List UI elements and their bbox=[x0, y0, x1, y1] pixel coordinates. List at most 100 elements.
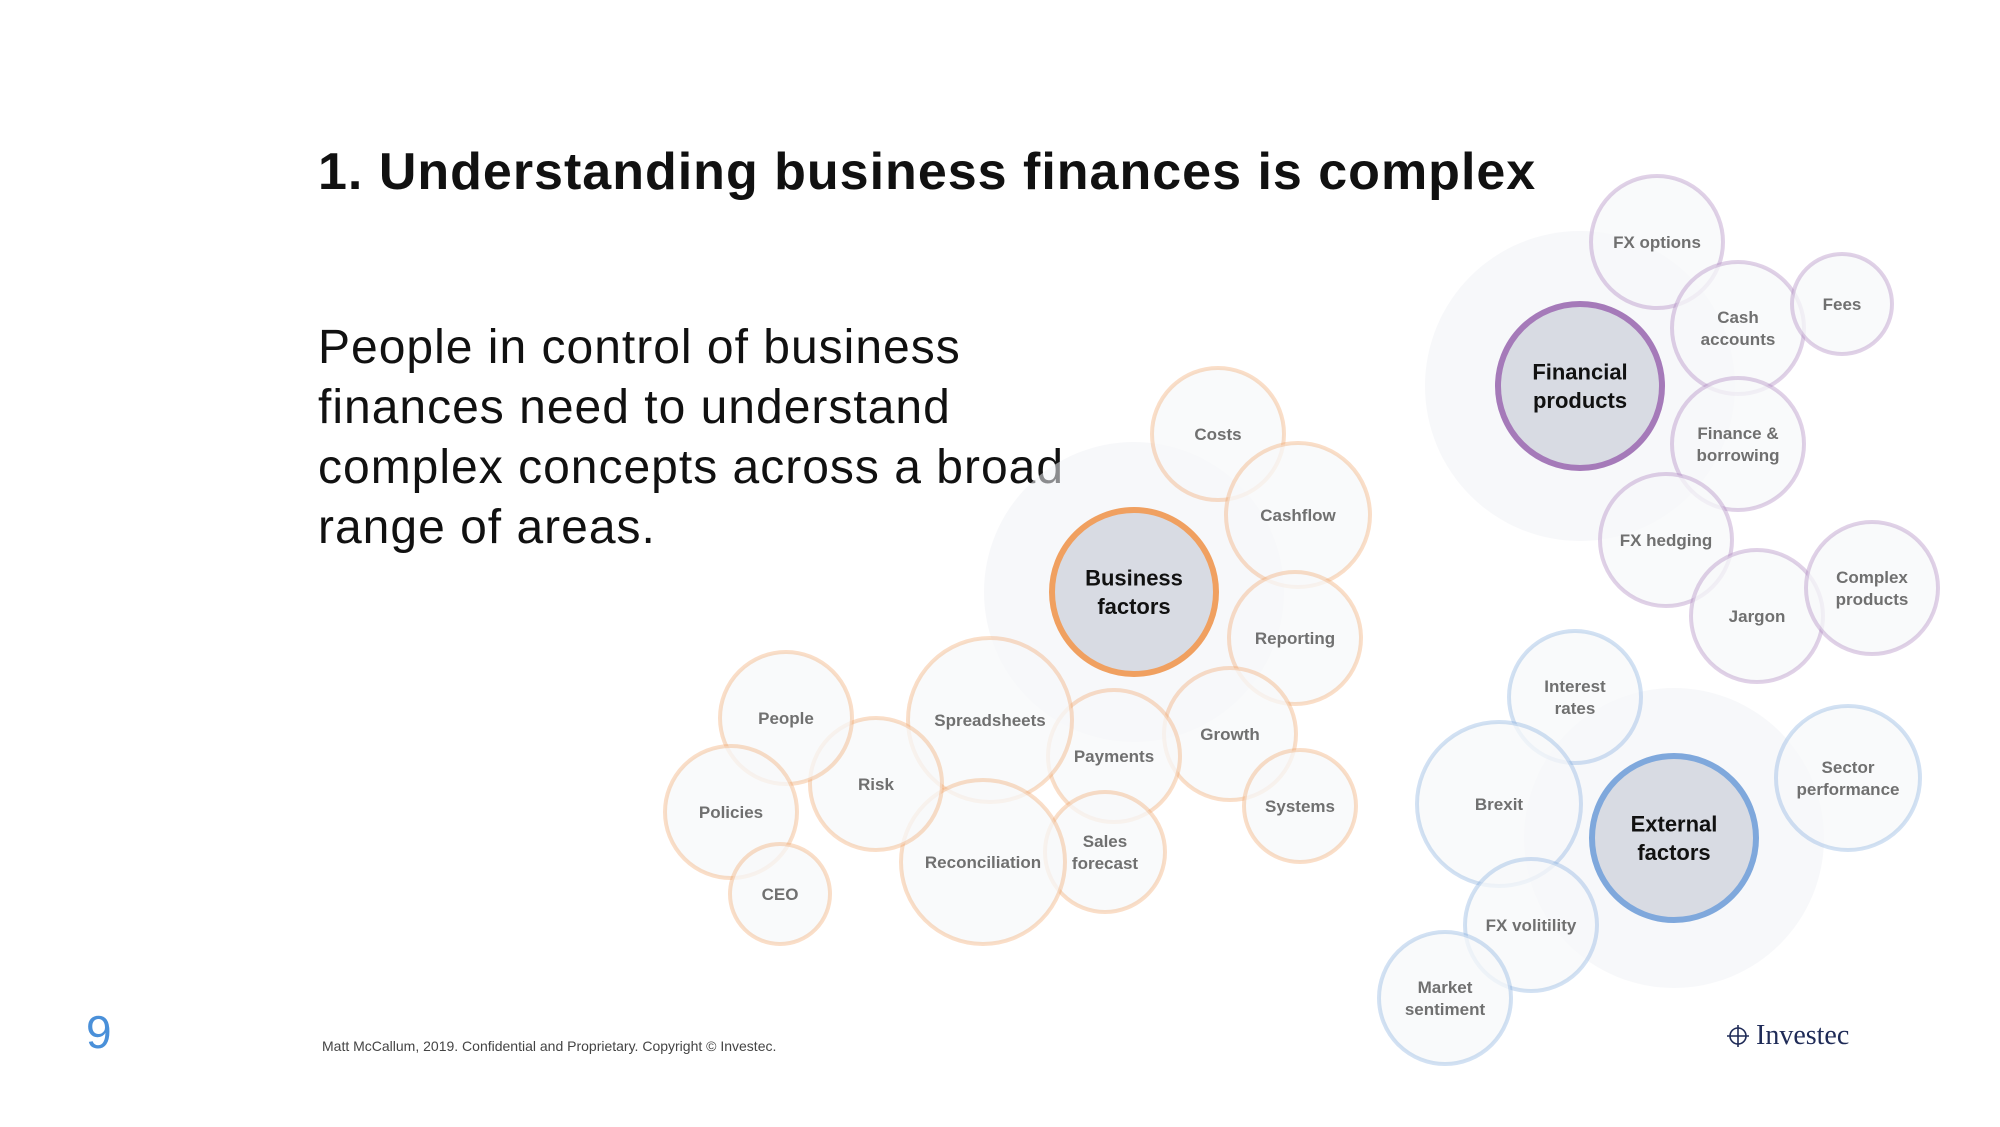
node-label: Market sentiment bbox=[1405, 978, 1486, 1019]
node-cash-accounts: Cash accounts bbox=[1670, 260, 1806, 396]
node-label: Spreadsheets bbox=[934, 711, 1046, 730]
node-label-line: FX hedging bbox=[1620, 531, 1713, 550]
node-ceo: CEO bbox=[728, 842, 832, 946]
hub-label-line: products bbox=[1533, 388, 1627, 413]
node-circle bbox=[1227, 570, 1363, 706]
node-label-line: Policies bbox=[699, 803, 763, 822]
node-circle bbox=[1670, 376, 1806, 512]
node-label-line: forecast bbox=[1072, 854, 1138, 873]
node-label: Finance &borrowing bbox=[1696, 424, 1779, 465]
node-circle bbox=[663, 744, 799, 880]
node-label-line: Spreadsheets bbox=[934, 711, 1046, 730]
investec-logo-icon bbox=[1727, 1025, 1749, 1047]
node-label-line: accounts bbox=[1701, 330, 1776, 349]
node-label: Cashflow bbox=[1260, 506, 1336, 525]
hub-label: Financial products bbox=[1532, 359, 1627, 413]
node-label-line: Costs bbox=[1194, 425, 1241, 444]
node-label: FX hedging bbox=[1620, 531, 1713, 550]
node-circle bbox=[1589, 174, 1725, 310]
hub-label-line: External bbox=[1631, 811, 1718, 836]
node-label: FX options bbox=[1613, 233, 1701, 252]
node-label: Reporting bbox=[1255, 629, 1335, 648]
node-label-line: Systems bbox=[1265, 797, 1335, 816]
node-label: Brexit bbox=[1475, 795, 1524, 814]
node-label-line: Growth bbox=[1200, 725, 1260, 744]
node-label-line: rates bbox=[1555, 699, 1596, 718]
investec-logo: Investec bbox=[1726, 1020, 1849, 1052]
node-reconciliation: Reconciliation bbox=[899, 778, 1067, 946]
node-policies: Policies bbox=[663, 744, 799, 880]
node-label-line: Cash bbox=[1717, 308, 1759, 327]
node-label-line: Jargon bbox=[1729, 607, 1786, 626]
node-circle bbox=[1774, 704, 1922, 852]
node-label-line: Complex bbox=[1836, 568, 1908, 587]
node-circle bbox=[1242, 748, 1358, 864]
node-label: Systems bbox=[1265, 797, 1335, 816]
hub-circle bbox=[1049, 507, 1219, 677]
hub-label-line: factors bbox=[1097, 594, 1170, 619]
node-market-sentiment: Market sentiment bbox=[1377, 930, 1513, 1066]
node-label-line: FX volitility bbox=[1486, 916, 1577, 935]
node-label: Jargon bbox=[1729, 607, 1786, 626]
node-label-line: Cashflow bbox=[1260, 506, 1336, 525]
node-finance-borrowing: Finance &borrowing bbox=[1670, 376, 1806, 512]
node-label: Fees bbox=[1823, 295, 1862, 314]
node-fx-hedging: FX hedging bbox=[1598, 472, 1734, 608]
node-label-line: Sales bbox=[1083, 832, 1127, 851]
hub-circle bbox=[1589, 753, 1759, 923]
node-jargon: Jargon bbox=[1689, 548, 1825, 684]
node-fx-options: FX options bbox=[1589, 174, 1725, 310]
node-circle bbox=[899, 778, 1067, 946]
node-circle bbox=[1507, 629, 1643, 765]
node-circle bbox=[1377, 930, 1513, 1066]
node-label: People bbox=[758, 709, 814, 728]
node-label-line: Sector bbox=[1822, 758, 1875, 777]
business-hub: Business factors bbox=[1049, 507, 1219, 677]
node-label-line: Risk bbox=[858, 775, 894, 794]
node-label: Sector performance bbox=[1797, 758, 1900, 799]
hub-circle bbox=[1495, 301, 1665, 471]
node-label: Reconciliation bbox=[925, 853, 1041, 872]
page-number: 9 bbox=[86, 1006, 112, 1058]
page-title: 1. Understanding business finances is co… bbox=[318, 143, 1537, 201]
node-circle bbox=[1670, 260, 1806, 396]
hub-label-line: Business bbox=[1085, 565, 1183, 590]
node-cashflow: Cashflow bbox=[1224, 441, 1372, 589]
node-label-line: People bbox=[758, 709, 814, 728]
node-label-line: Fees bbox=[1823, 295, 1862, 314]
node-reporting: Reporting bbox=[1227, 570, 1363, 706]
node-label: CEO bbox=[762, 885, 799, 904]
node-label-line: Brexit bbox=[1475, 795, 1524, 814]
node-circle bbox=[1598, 472, 1734, 608]
node-label: Risk bbox=[858, 775, 894, 794]
external-hub: External factors bbox=[1589, 753, 1759, 923]
node-brexit: Brexit bbox=[1415, 720, 1583, 888]
node-label-line: Finance & bbox=[1697, 424, 1778, 443]
node-label: Growth bbox=[1200, 725, 1260, 744]
node-systems: Systems bbox=[1242, 748, 1358, 864]
node-label: Sales forecast bbox=[1072, 832, 1138, 873]
node-circle bbox=[728, 842, 832, 946]
node-label-line: Reporting bbox=[1255, 629, 1335, 648]
node-label: Costs bbox=[1194, 425, 1241, 444]
node-label-line: products bbox=[1836, 590, 1909, 609]
node-label-line: FX options bbox=[1613, 233, 1701, 252]
node-label-line: sentiment bbox=[1405, 1000, 1486, 1019]
hub-label-line: factors bbox=[1637, 840, 1710, 865]
node-label-line: Payments bbox=[1074, 747, 1154, 766]
node-label: Cash accounts bbox=[1701, 308, 1776, 349]
hub-label-line: Financial bbox=[1532, 359, 1627, 384]
intro-text: People in control of business finances n… bbox=[318, 321, 1065, 554]
node-fx-volitility: FX volitility bbox=[1463, 857, 1599, 993]
node-label-line: performance bbox=[1797, 780, 1900, 799]
hub-label: External factors bbox=[1631, 811, 1718, 865]
node-complex-products: Complex products bbox=[1804, 520, 1940, 656]
node-label-line: Market bbox=[1418, 978, 1473, 997]
node-circle bbox=[1463, 857, 1599, 993]
hub-label: Business factors bbox=[1085, 565, 1183, 619]
